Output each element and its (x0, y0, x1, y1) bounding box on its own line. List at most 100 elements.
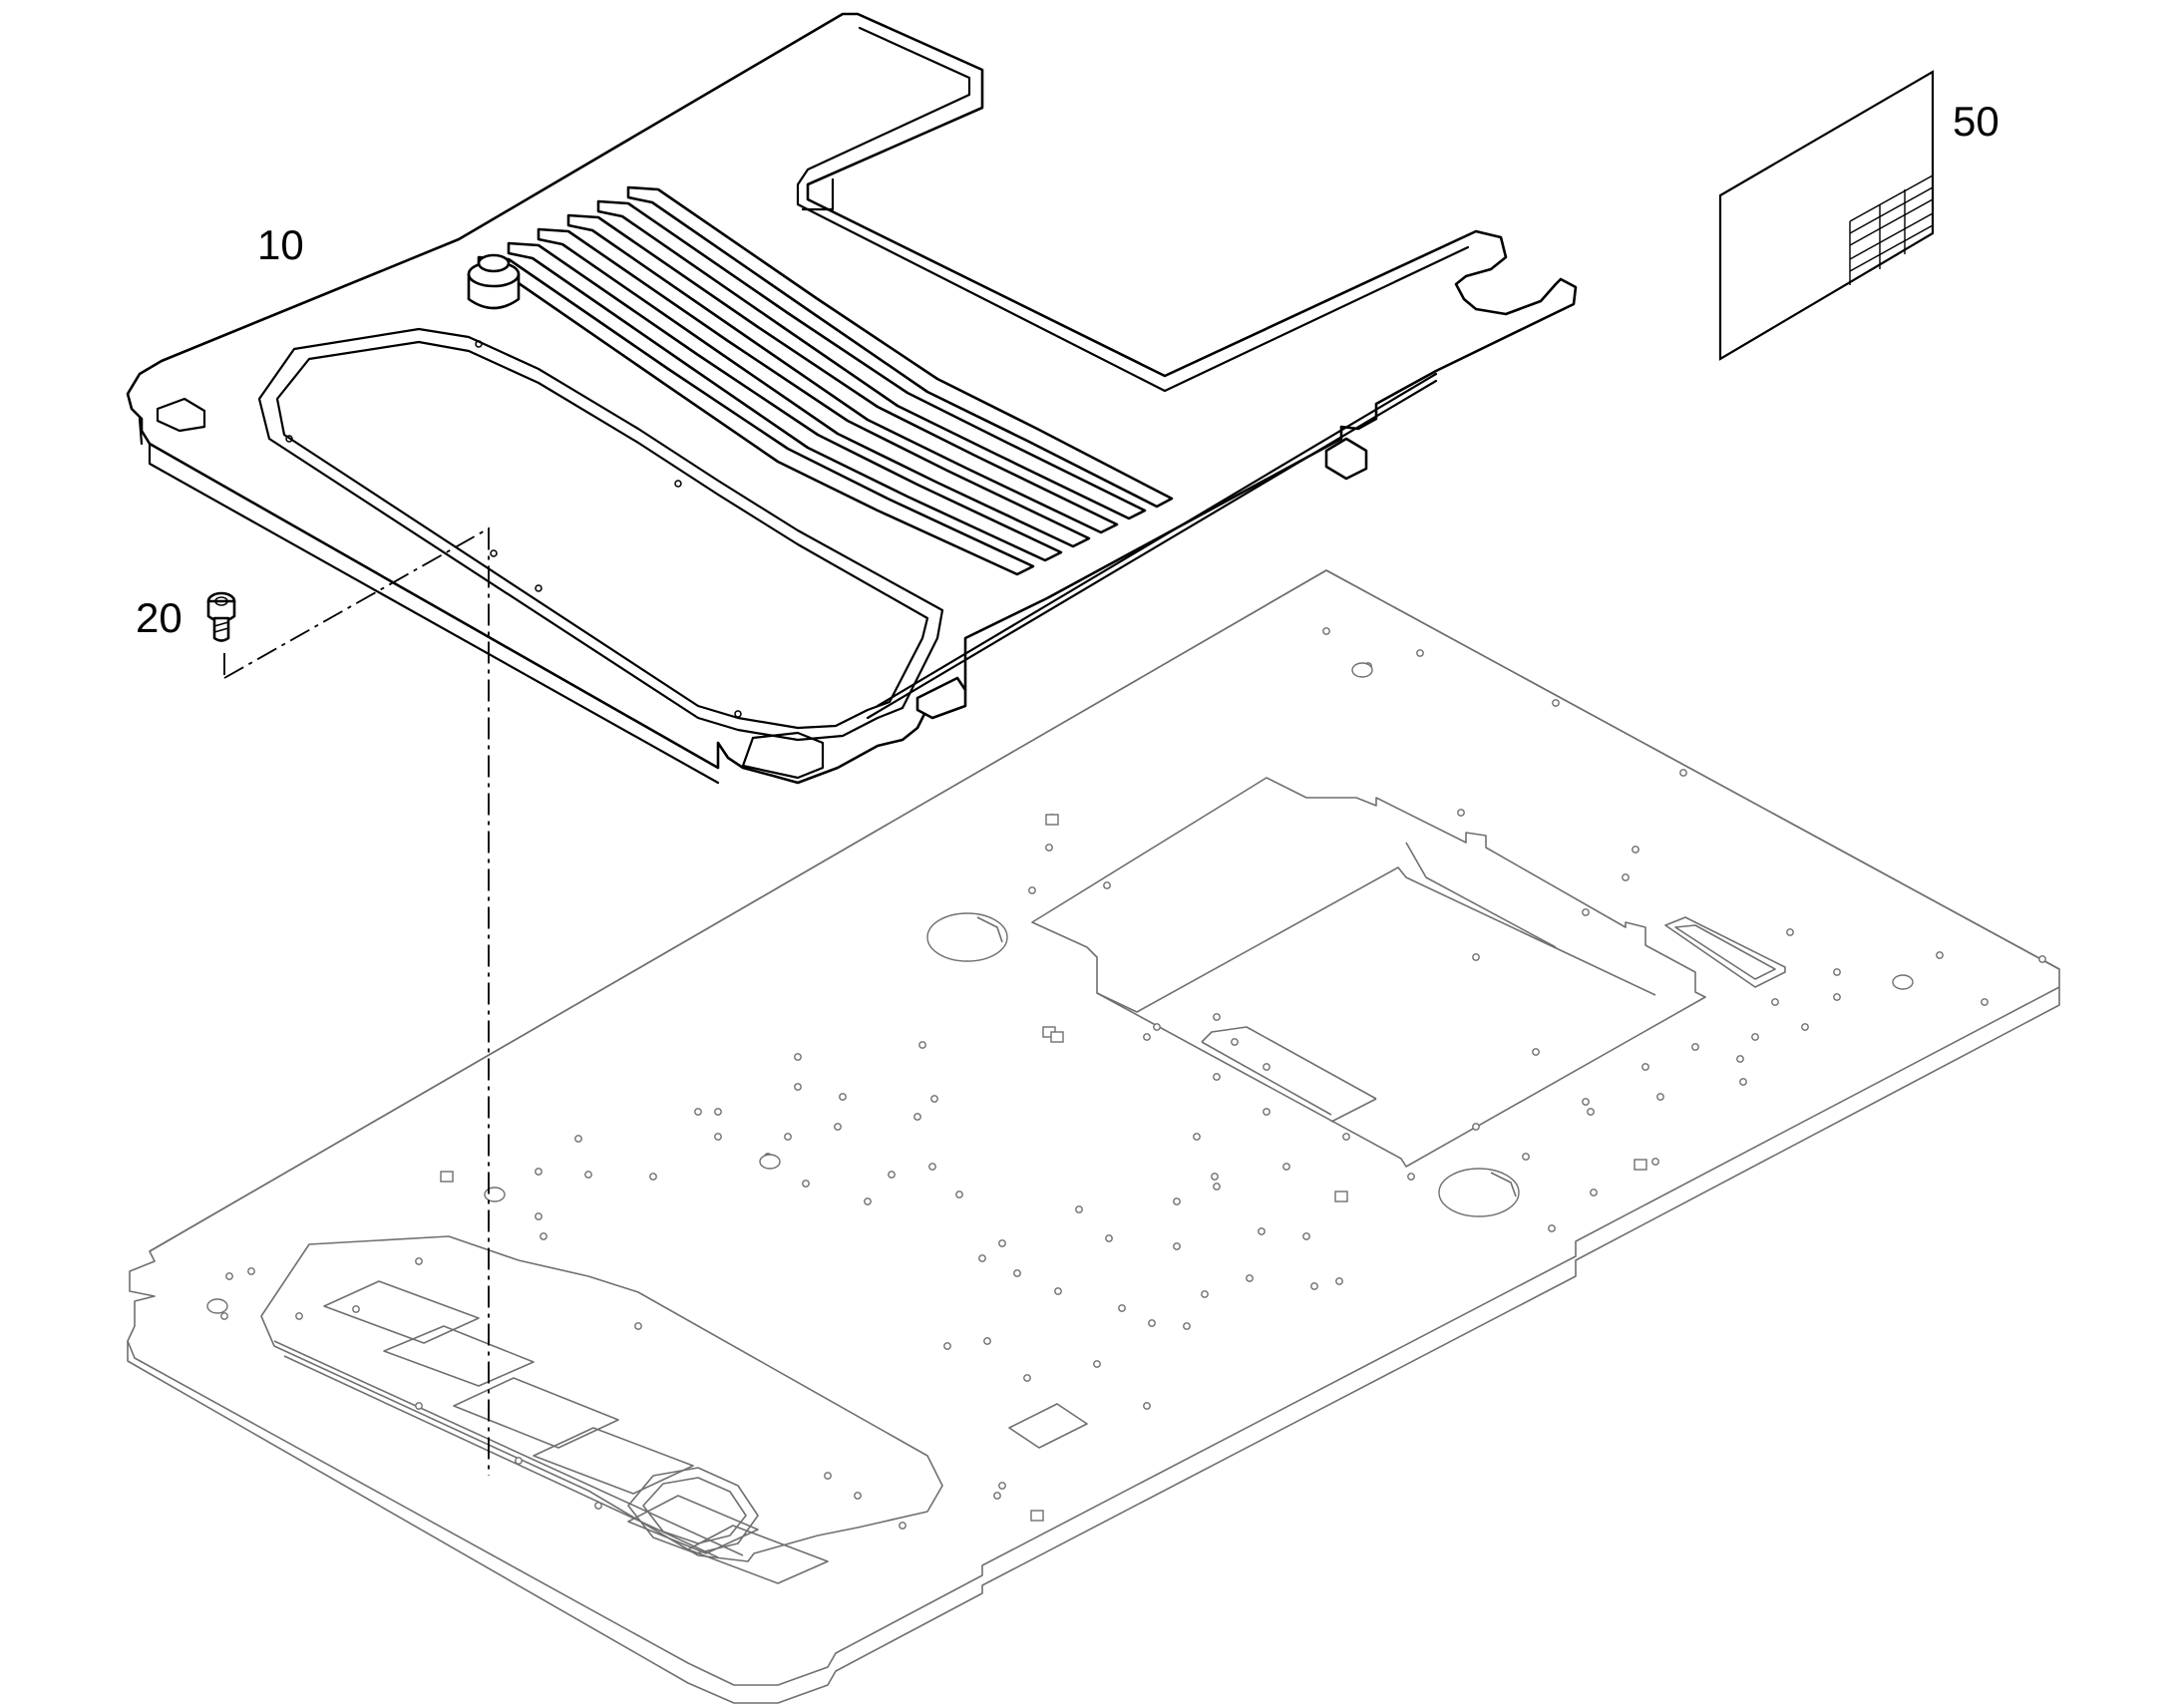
base-small-hole (584, 1171, 592, 1179)
base-plate-outline (127, 569, 2060, 1686)
base-small-hole (1201, 1290, 1209, 1298)
base-round-hole (1438, 1168, 1520, 1217)
base-small-hole (1651, 1158, 1659, 1166)
base-small-hole (1416, 649, 1424, 657)
callout-part-20: 20 (136, 594, 182, 641)
base-small-hole (1656, 1093, 1664, 1101)
base-small-hole (1552, 699, 1560, 707)
base-small-hole (928, 1163, 936, 1171)
base-small-hole (594, 1502, 602, 1510)
base-small-hole (1407, 1173, 1415, 1181)
base-small-hole (1193, 1133, 1201, 1141)
base-small-hole (1118, 1304, 1126, 1312)
base-small-hole (352, 1305, 360, 1313)
base-small-hole (540, 1232, 547, 1240)
base-small-hole (1093, 1360, 1101, 1368)
base-small-hole (1282, 1163, 1290, 1171)
base-small-hole (415, 1257, 423, 1265)
base-small-hole (998, 1239, 1006, 1247)
base-small-hole (1013, 1269, 1021, 1277)
base-small-hole (1801, 1023, 1809, 1031)
base-small-hole (998, 1482, 1006, 1490)
base-small-hole (1183, 1322, 1191, 1330)
base-small-hole (1457, 809, 1465, 817)
base-small-hole (1143, 1033, 1151, 1041)
base-small-hole (1522, 1153, 1530, 1161)
base-small-hole (1213, 1183, 1221, 1191)
base-small-hole (1045, 844, 1053, 852)
base-small-hole (1833, 968, 1841, 976)
base-small-hole (784, 1133, 792, 1141)
base-small-holes (206, 627, 2046, 1530)
base-small-hole (1751, 1033, 1759, 1041)
base-square-hole (1634, 1159, 1647, 1171)
base-mounting-hole (1351, 662, 1373, 678)
base-small-hole (714, 1133, 722, 1141)
base-square-pad (1008, 1403, 1088, 1449)
base-small-hole (1632, 846, 1639, 854)
base-small-hole (1582, 1098, 1590, 1106)
base-square-hole (1050, 1031, 1064, 1043)
base-small-hole (1148, 1319, 1156, 1327)
base-small-hole (1263, 1063, 1271, 1071)
base-small-hole (1582, 908, 1590, 916)
base-small-hole (1786, 928, 1794, 936)
base-small-hole (1054, 1287, 1062, 1295)
base-small-hole (220, 1312, 228, 1320)
base-small-hole (574, 1135, 582, 1143)
base-small-hole (1105, 1234, 1113, 1242)
base-small-hole (2038, 955, 2046, 963)
base-small-hole (1075, 1205, 1083, 1213)
base-small-hole (649, 1173, 657, 1181)
base-small-hole (1173, 1242, 1181, 1250)
base-small-hole (247, 1267, 255, 1275)
base-mounting-hole (484, 1187, 506, 1202)
base-small-hole (1028, 886, 1036, 894)
base-small-hole (1173, 1197, 1181, 1205)
base-small-hole (943, 1342, 951, 1350)
base-small-hole (1258, 1227, 1266, 1235)
part-20-screw (206, 591, 236, 642)
base-small-hole (864, 1197, 872, 1205)
base-small-hole (1981, 998, 1989, 1006)
base-small-hole (930, 1095, 938, 1103)
base-small-hole (1472, 953, 1480, 961)
base-square-hole (1334, 1191, 1348, 1202)
base-mounting-hole (206, 1298, 228, 1314)
base-small-hole (714, 1108, 722, 1116)
base-small-hole (1342, 1133, 1350, 1141)
assembly-leader-lines (223, 526, 490, 1476)
base-small-hole (854, 1492, 862, 1500)
base-small-hole (225, 1272, 233, 1280)
base-small-hole (918, 1041, 926, 1049)
base-small-hole (1691, 1043, 1699, 1051)
base-small-hole (415, 1402, 423, 1410)
base-small-hole (1736, 1055, 1744, 1063)
base-small-hole (978, 1254, 986, 1262)
cover-panel-window (257, 327, 944, 742)
base-small-hole (834, 1123, 842, 1131)
base-square-hole (1030, 1510, 1044, 1522)
base-small-hole (1335, 1277, 1343, 1285)
base-small-hole (1310, 1282, 1318, 1290)
base-small-hole (1246, 1274, 1254, 1282)
base-square-hole (440, 1171, 454, 1183)
base-small-hole (993, 1492, 1001, 1500)
base-small-hole (694, 1108, 702, 1116)
base-small-hole (1532, 1048, 1540, 1056)
base-cutout-region (260, 1235, 943, 1584)
base-small-hole (295, 1312, 303, 1320)
base-small-hole (1679, 769, 1687, 777)
base-small-hole (1548, 1224, 1556, 1232)
base-small-hole (1587, 1108, 1595, 1116)
base-recess-panel (1031, 777, 1786, 1168)
base-mounting-hole (1892, 974, 1914, 990)
base-small-hole (913, 1113, 921, 1121)
screw-leader-line (223, 526, 490, 1476)
base-small-hole (1211, 1173, 1219, 1181)
base-small-hole (1936, 951, 1944, 959)
base-small-hole (794, 1083, 802, 1091)
part-50-document-label (1718, 70, 1935, 361)
base-small-hole (1322, 627, 1330, 635)
